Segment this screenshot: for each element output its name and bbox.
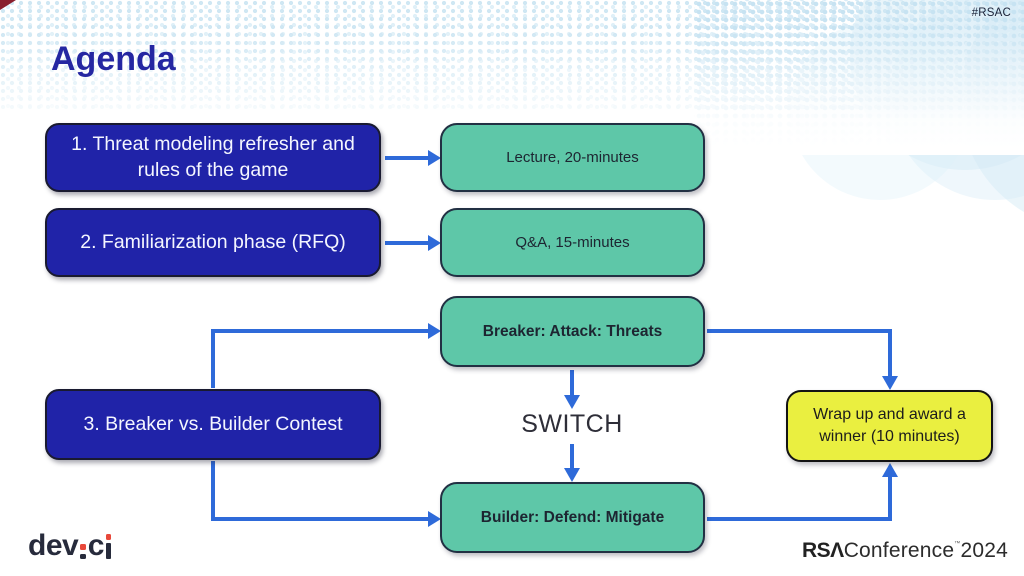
arrowhead	[428, 323, 441, 339]
arrowhead	[428, 511, 441, 527]
rsa-logo-year: 2024	[960, 539, 1008, 562]
agenda-item-1-box: 1. Threat modeling refresher and rules o…	[45, 123, 381, 192]
switch-label: SWITCH	[521, 410, 623, 438]
devici-dotted-i-icon	[105, 531, 112, 561]
devici-colon-i-icon	[80, 544, 86, 559]
lecture-label: Lecture, 20-minutes	[506, 149, 639, 166]
rsa-trademark: ™	[954, 541, 961, 547]
arrowhead	[564, 395, 580, 409]
arrowhead	[428, 150, 441, 166]
agenda-item-2-box: 2. Familiarization phase (RFQ)	[45, 208, 381, 277]
page-title: Agenda	[51, 40, 176, 78]
arrow-contest-to-builder	[211, 461, 429, 521]
arrowhead	[882, 376, 898, 390]
wrapup-label: Wrap up and award a winner (10 minutes)	[813, 406, 966, 445]
rsac-hashtag: #RSAC	[971, 7, 1011, 19]
qa-box: Q&A, 15-minutes	[440, 208, 705, 277]
devici-logo-text: dev	[28, 529, 79, 562]
devici-logo: dev c	[28, 531, 112, 561]
rsa-logo-rest: Conference	[843, 539, 955, 562]
agenda-item-2-label: 2. Familiarization phase (RFQ)	[80, 230, 346, 253]
devici-logo-text: c	[87, 529, 105, 562]
agenda-item-3-label: 3. Breaker vs. Builder Contest	[83, 412, 343, 435]
arrowhead	[564, 468, 580, 482]
breaker-label: Breaker: Attack: Threats	[482, 322, 663, 340]
agenda-item-3-box: 3. Breaker vs. Builder Contest	[45, 389, 381, 460]
arrow-builder-to-wrapup	[707, 476, 892, 521]
lecture-box: Lecture, 20-minutes	[440, 123, 705, 192]
wrapup-box: Wrap up and award a winner (10 minutes)	[786, 390, 993, 462]
breaker-box: Breaker: Attack: Threats	[440, 296, 705, 367]
agenda-item-1-label: 1. Threat modeling refresher and rules o…	[71, 132, 355, 181]
arrowhead	[428, 235, 441, 251]
rsa-logo-bold: RSΛ	[802, 539, 844, 562]
rsa-conference-logo: RSΛ Conference ™ 2024	[802, 539, 1008, 563]
builder-box: Builder: Defend: Mitigate	[440, 482, 705, 553]
arrow-breaker-to-wrapup	[707, 329, 892, 377]
arrow-contest-to-breaker	[211, 329, 429, 388]
qa-label: Q&A, 15-minutes	[515, 234, 630, 251]
arrowhead	[882, 463, 898, 477]
builder-label: Builder: Defend: Mitigate	[480, 508, 665, 526]
corner-accent	[0, 0, 16, 10]
